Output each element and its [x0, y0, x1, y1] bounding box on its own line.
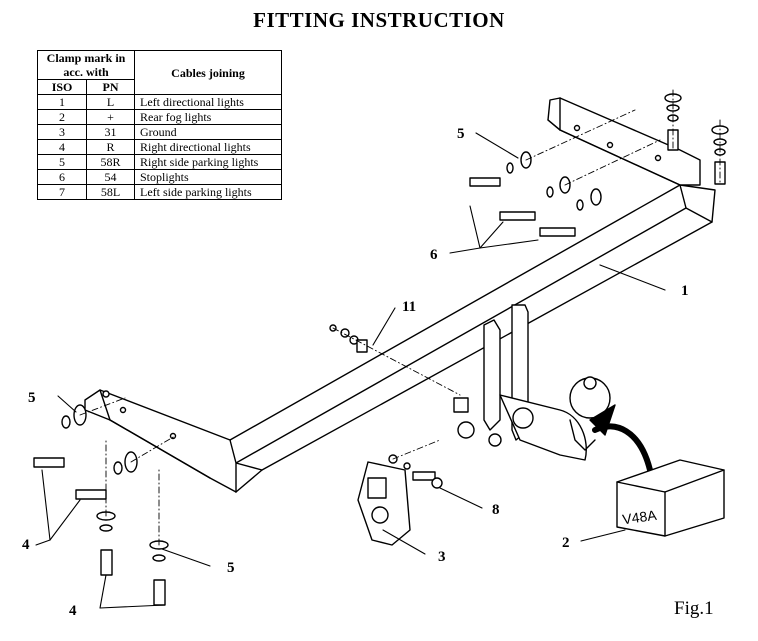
page-title: FITTING INSTRUCTION [253, 8, 505, 32]
clamp-mark-header: Clamp mark in acc. with [37, 50, 135, 80]
callout-2: 2 [562, 535, 570, 551]
callout-4-lower: 4 [69, 603, 77, 619]
callout-6: 6 [430, 247, 438, 263]
left-mounting-bracket [84, 389, 237, 493]
nut-group [329, 324, 368, 353]
bolts-upper-middle [469, 151, 602, 237]
cable-cell: Right side parking lights [134, 154, 282, 170]
callout-3: 3 [438, 549, 446, 565]
accessory-box [616, 459, 725, 537]
pn-header: PN [86, 79, 135, 95]
socket-plate [357, 454, 411, 546]
iso-cell: 5 [36, 154, 88, 170]
pn-cell: 31 [86, 124, 135, 140]
figure-label: Fig.1 [674, 598, 714, 619]
cable-cell: Right directional lights [134, 139, 282, 155]
callout-11: 11 [402, 299, 416, 315]
tow-ball [569, 376, 611, 451]
alignment-lines [79, 89, 721, 546]
iso-cell: 7 [36, 184, 88, 200]
bolt-part-8 [412, 471, 443, 489]
callout-4-upper: 4 [22, 537, 30, 553]
pn-cell: 54 [86, 169, 135, 185]
cables-joining-header: Cables joining [134, 50, 282, 95]
leader-lines [35, 132, 666, 609]
box-label: V48A [621, 507, 658, 528]
cable-table: Clamp mark in acc. with Cables joining I… [36, 50, 282, 200]
callout-5-lower: 5 [227, 560, 235, 576]
ball-mount [453, 304, 587, 461]
pn-cell: 58L [86, 184, 135, 200]
callout-5-upper: 5 [457, 126, 465, 142]
cable-cell: Left side parking lights [134, 184, 282, 200]
curved-arrow [589, 404, 653, 473]
callout-1: 1 [681, 283, 689, 299]
right-mounting-bracket [547, 97, 701, 186]
cable-cell: Ground [134, 124, 282, 140]
callout-8: 8 [492, 502, 500, 518]
cable-cell: Stoplights [134, 169, 282, 185]
callout-5-left: 5 [28, 390, 36, 406]
